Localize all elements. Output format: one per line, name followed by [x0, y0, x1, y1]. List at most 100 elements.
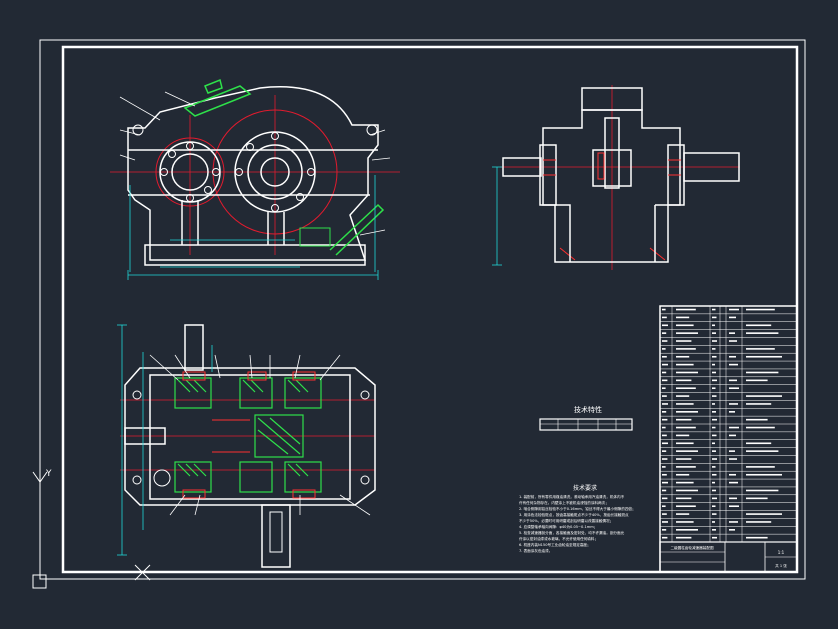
parts-list-cell-text — [746, 371, 779, 374]
parts-list-cell-text — [676, 355, 690, 358]
svg-text:4. 应调整轴承轴向间隙：φ40为0.05~0.1mm；: 4. 应调整轴承轴向间隙：φ40为0.05~0.1mm； — [519, 524, 597, 529]
parts-list-cell-text — [712, 497, 717, 500]
parts-list-cell-text — [712, 355, 717, 358]
parts-list-cell-text — [662, 308, 666, 311]
front-base — [144, 244, 366, 266]
parts-list-cell-text — [662, 458, 668, 460]
title-block-sheet: 共 1 张 — [775, 563, 787, 568]
parts-list-cell-text — [746, 513, 782, 515]
parts-list-cell-text — [676, 348, 696, 350]
bearing-boss-right-inner — [260, 157, 290, 187]
plan-red-details — [182, 371, 316, 499]
parts-list-cell-text — [746, 379, 768, 382]
plan-gear-sections — [174, 377, 322, 493]
parts-list-cell-text — [662, 324, 668, 327]
ucs-y-label: Y — [45, 469, 52, 479]
plan-view — [117, 324, 376, 568]
parts-list-cell-text — [662, 529, 667, 531]
parts-list-cell-text — [662, 536, 668, 539]
tech-requirements-title: 技术要求 — [573, 484, 597, 492]
output-shaft — [261, 504, 291, 568]
parts-list-cell-text — [729, 529, 735, 531]
parts-list-cell-text — [712, 529, 716, 531]
output-shaft-keyway — [269, 511, 283, 553]
parts-list-cell-text — [662, 371, 667, 374]
vent-plug — [204, 78, 223, 94]
front-dimensions — [127, 175, 379, 280]
svg-text:不少于50%，必要时可用研磨或刮后研磨以改善接触情况；: 不少于50%，必要时可用研磨或刮后研磨以改善接触情况； — [519, 518, 613, 523]
parts-list-cell-text — [662, 403, 668, 405]
plan-housing-outline — [124, 367, 376, 506]
parts-list-cell-text — [676, 442, 694, 445]
parts-list-cell-text — [746, 308, 775, 311]
plan-dimensions — [117, 324, 213, 556]
parts-list-cell-text — [676, 513, 690, 515]
parts-list-cell-text — [676, 324, 694, 327]
parts-list-cell-text — [676, 395, 690, 397]
plan-left-stub — [124, 427, 166, 445]
svg-text:7. 表面涂灰色油漆。: 7. 表面涂灰色油漆。 — [519, 548, 552, 553]
side-gear-body — [592, 149, 632, 187]
parts-list-cell-text — [712, 387, 716, 390]
parts-list-cell-text — [676, 403, 694, 405]
parts-list-cell-text — [729, 379, 737, 382]
parts-list-cell-text — [712, 466, 716, 468]
parts-list-cell-text — [676, 497, 692, 500]
tech-requirements: 技术要求 1. 装配前，所有零件用煤油清洗，滚动轴承用汽油清洗，机体内不 许有任… — [519, 484, 636, 553]
parts-list-cell-text — [662, 395, 667, 397]
parts-list-cell-text — [676, 316, 690, 319]
side-feet — [555, 204, 668, 262]
parts-list-cell-text — [676, 450, 698, 452]
parts-list-cell-text — [746, 473, 782, 476]
parts-list-cell-text — [729, 308, 739, 311]
parts-list-cell-text — [746, 497, 768, 500]
tech-requirements-lines: 1. 装配前，所有零件用煤油清洗，滚动轴承用汽油清洗，机体内不 许有任何杂物存在… — [519, 494, 636, 553]
side-shaft-left — [502, 157, 542, 177]
title-block-scale: 1:1 — [778, 550, 785, 555]
parts-list-cell-text — [729, 340, 737, 342]
parts-list-cell-text — [746, 466, 775, 468]
svg-text:6. 机座内装N150号工业齿轮油至规定高度；: 6. 机座内装N150号工业齿轮油至规定高度； — [519, 542, 591, 547]
svg-text:许有任何杂物存在。内壁涂上不被机油浸蚀的涂料两次；: 许有任何杂物存在。内壁涂上不被机油浸蚀的涂料两次； — [519, 500, 609, 505]
parts-list-cell-text — [676, 340, 692, 342]
parts-list-cell-text — [676, 481, 694, 484]
parts-list-cell-text — [729, 316, 736, 319]
parts-list-cell-text — [676, 426, 696, 429]
parts-list-cell-text — [676, 411, 698, 413]
parts-list-cell-text — [746, 403, 772, 405]
parts-list-cell-text — [662, 481, 668, 484]
parts-list-cell-text — [662, 450, 667, 452]
parts-list-cell-text — [712, 426, 716, 429]
parts-list-cell-text — [746, 521, 772, 523]
svg-text:1. 装配前，所有零件用煤油清洗，滚动轴承用汽油清洗，机体内: 1. 装配前，所有零件用煤油清洗，滚动轴承用汽油清洗，机体内不 — [519, 494, 625, 499]
parts-list-cell-text — [676, 332, 698, 334]
parts-list-cell-text — [746, 450, 779, 452]
bearing-boss-right-mid — [247, 144, 303, 200]
parts-list-cell-text — [729, 521, 738, 523]
parts-list-cell-text — [712, 403, 715, 405]
parts-list-cell-text — [712, 379, 717, 382]
svg-text:3. 用涂色法检验斑点，按齿高接触斑点不少于40%，按齿长接: 3. 用涂色法检验斑点，按齿高接触斑点不少于40%，按齿长接触斑点 — [519, 512, 629, 517]
side-shaft-right — [683, 152, 740, 182]
parts-list-cell-text — [712, 458, 717, 460]
ucs-icon — [32, 470, 151, 589]
parts-list-cell-text — [746, 324, 772, 327]
title-block-name: 二级圆柱齿轮减速器装配图 — [670, 545, 714, 550]
parts-list-cell-text — [746, 355, 782, 358]
parts-list-cell-text — [712, 395, 717, 397]
parts-list-cell-text — [746, 395, 782, 397]
parts-list-cell-text — [676, 363, 694, 366]
parts-list-cell-text — [746, 536, 768, 539]
parts-list-cell-text — [729, 403, 738, 405]
plan-bolt-holes — [132, 390, 370, 487]
side-housing — [542, 109, 681, 263]
parts-list-cell-text — [662, 442, 668, 445]
svg-text:许涂以密封油漆或水玻璃，不允许使用任何填料；: 许涂以密封油漆或水玻璃，不允许使用任何填料； — [519, 536, 598, 541]
parts-list-cell-text — [662, 348, 666, 350]
parts-list-cell-text — [746, 332, 779, 334]
parts-list-cell-text — [729, 387, 739, 390]
parts-list-cell-text — [662, 387, 666, 390]
parts-list-cell-text — [662, 513, 667, 515]
parts-list-cell-text — [729, 497, 737, 500]
parts-list-cell-text — [712, 481, 715, 484]
